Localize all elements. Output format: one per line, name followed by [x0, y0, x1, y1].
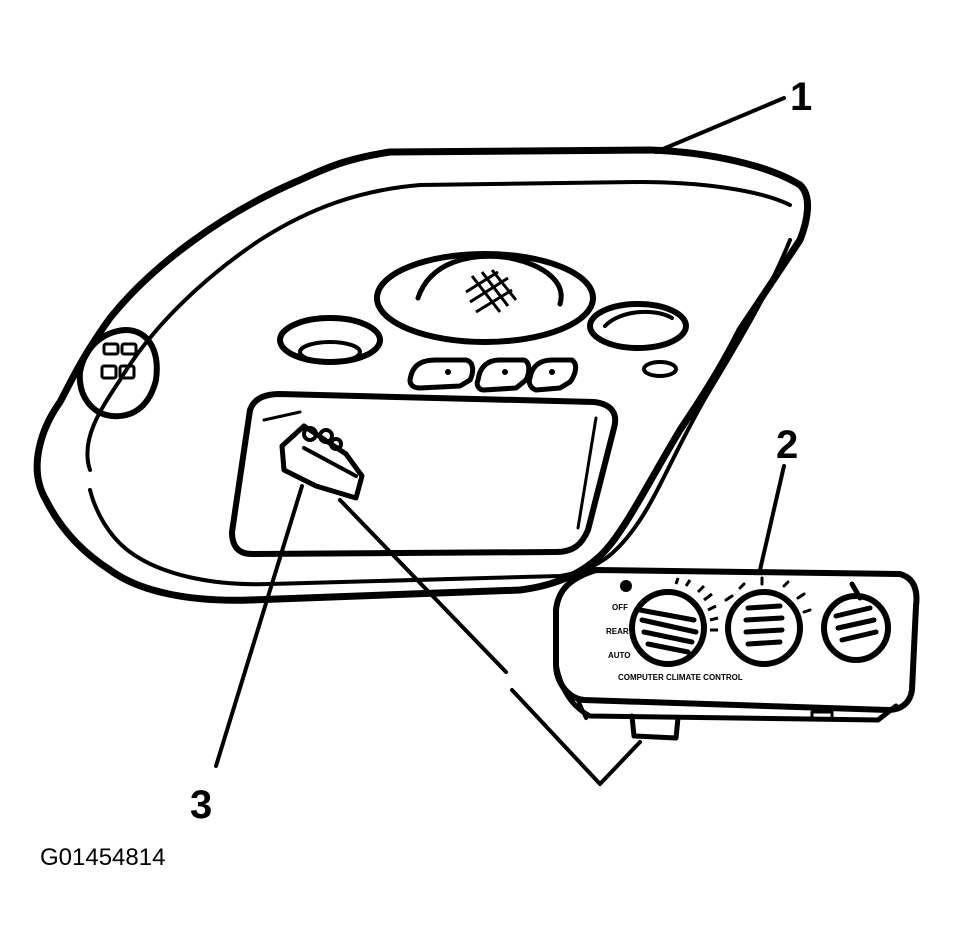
leader-3-connector [338, 498, 508, 674]
panel-caption: COMPUTER CLIMATE CONTROL [618, 673, 743, 682]
left-reading-lamp [277, 315, 383, 365]
label-off: OFF [612, 603, 628, 612]
label-rear: REAR [606, 627, 629, 636]
electrical-connector [279, 423, 365, 501]
leader-3 [214, 484, 304, 768]
side-lamp-module [76, 327, 160, 420]
control-opening [229, 391, 619, 557]
label-auto: AUTO [608, 651, 631, 660]
leader-1 [654, 96, 786, 154]
leader-3-module [598, 740, 642, 786]
center-dome-light [374, 251, 596, 345]
leader-2 [758, 464, 786, 572]
callout-1: 1 [790, 75, 812, 119]
indicator-lens [642, 360, 678, 378]
console-button-center [474, 357, 532, 393]
status-dot-icon [620, 580, 632, 592]
leader-lines [214, 96, 786, 786]
callout-2: 2 [776, 423, 798, 467]
figure-id: G01454814 [40, 844, 166, 871]
console-buttons [407, 357, 579, 393]
temperature-knob [724, 576, 812, 667]
airflow-knob [821, 581, 891, 663]
speaker-grille-icon [465, 269, 518, 314]
climate-control-module: OFF REAR AUTO COMPUTER CLIMATE [553, 567, 920, 741]
leader-3-connector-lower [510, 688, 602, 786]
mode-knob: OFF REAR AUTO [606, 577, 719, 667]
overhead-console [33, 146, 811, 604]
console-button-left [407, 357, 476, 391]
fan-speed-scale [674, 577, 719, 632]
right-reading-lamp [587, 301, 689, 351]
callout-3: 3 [190, 783, 212, 827]
console-button-right [526, 357, 579, 393]
